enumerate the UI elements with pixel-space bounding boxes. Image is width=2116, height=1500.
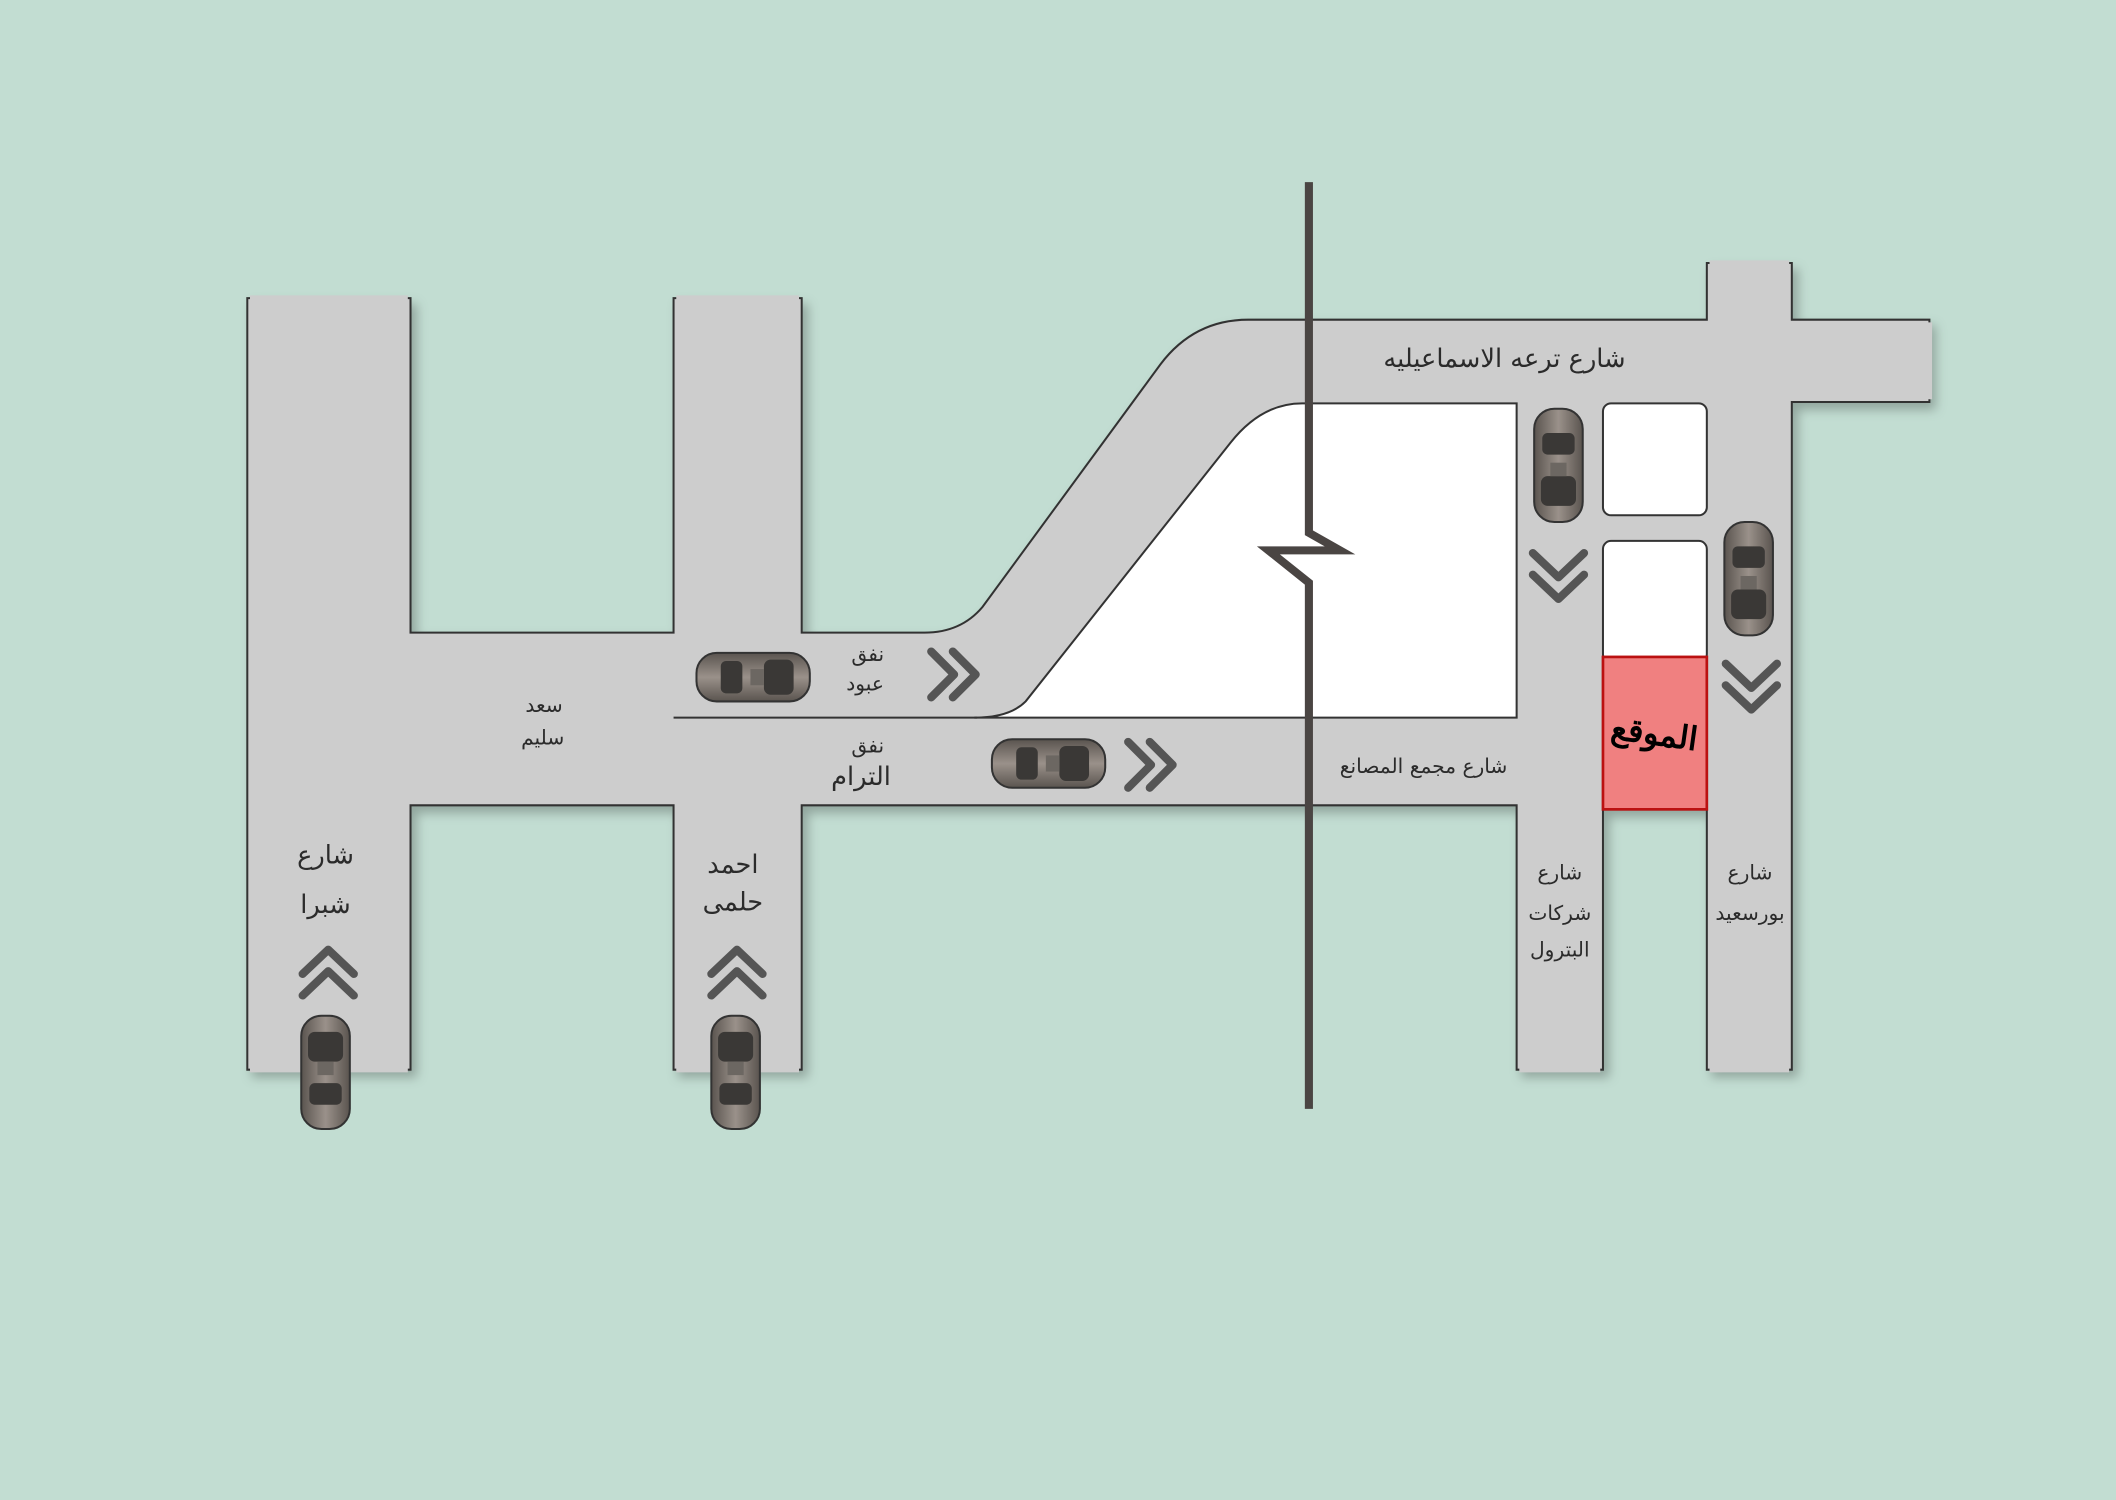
arrow-down-icon: [1528, 549, 1589, 603]
label-ismailia-canal-street: شارع ترعه الاسماعيليه: [1383, 344, 1625, 374]
car-icon: [300, 1014, 351, 1131]
label-tram-tunnel: الترام: [831, 762, 891, 792]
block-white-small-2: [1601, 539, 1708, 664]
label-saad-selim: سعد: [525, 693, 562, 717]
label-port-said-street: شارع: [1728, 860, 1773, 884]
label-tram-tunnel: نفق: [851, 734, 884, 758]
label-shubra-street: شبرا: [300, 890, 350, 920]
arrow-right-icon: [1124, 737, 1177, 792]
label-shubra-street: شارع: [297, 840, 354, 870]
label-petroleum-companies-street: شارع: [1537, 860, 1582, 884]
label-petroleum-companies-street: شركات: [1528, 901, 1591, 925]
block-white-large: [974, 402, 1518, 719]
arrow-down-icon: [1721, 659, 1782, 714]
site-marker[interactable]: الموقع: [1601, 655, 1709, 811]
car-icon: [1723, 521, 1774, 637]
car-icon: [710, 1014, 761, 1131]
label-abboud-tunnel: نفق: [851, 642, 884, 666]
block-white-small-1: [1601, 402, 1708, 517]
label-abboud-tunnel: عبود: [846, 672, 884, 696]
railway-line: [1256, 182, 1356, 1109]
label-petroleum-companies-street: البترول: [1530, 937, 1590, 961]
label-ahmed-helmy: احمد: [707, 850, 758, 880]
arrow-up-icon: [707, 945, 767, 1000]
label-saad-selim: سليم: [521, 726, 564, 750]
car-icon: [990, 738, 1107, 789]
arrow-right-icon: [927, 647, 980, 702]
car-icon: [695, 651, 811, 703]
label-factories-complex-street: شارع مجمع المصانع: [1340, 754, 1508, 778]
label-ahmed-helmy: حلمى: [703, 888, 763, 918]
label-port-said-street: بورسعيد: [1715, 901, 1784, 925]
arrow-up-icon: [298, 945, 358, 1000]
car-icon: [1533, 407, 1584, 524]
